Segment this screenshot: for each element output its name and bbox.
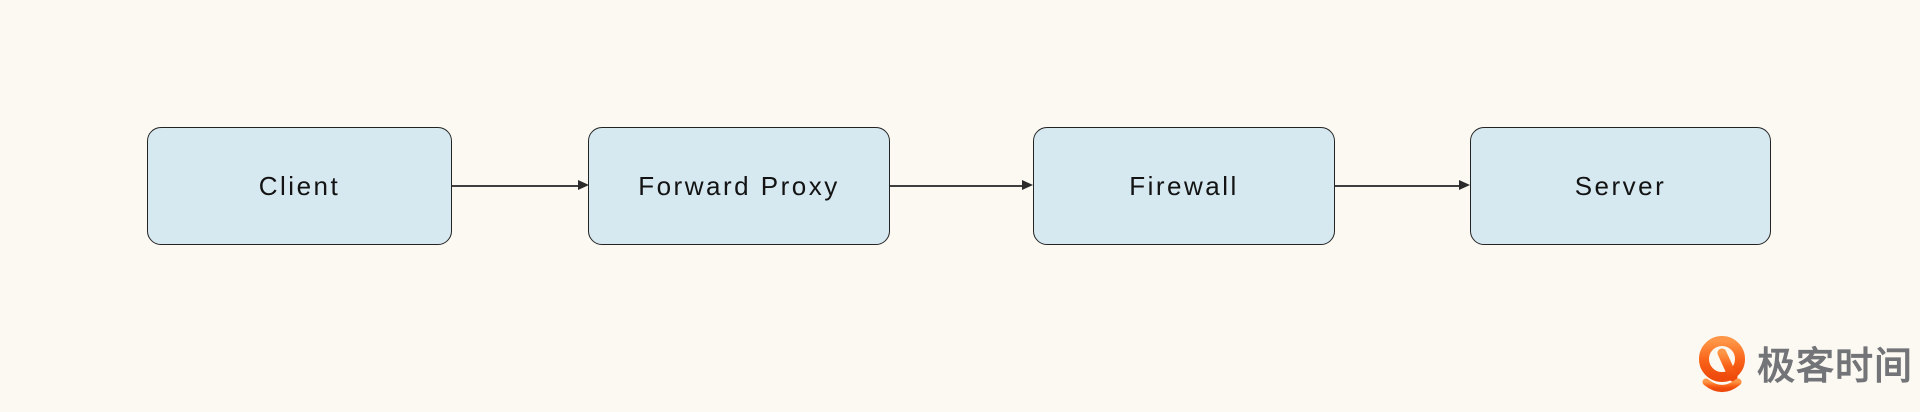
node-client-label: Client [258,170,341,201]
node-forward-proxy: Forward Proxy [588,127,890,245]
node-server: Server [1470,127,1771,245]
node-server-label: Server [1574,170,1667,201]
geektime-logo: 极客时间 [1696,336,1913,396]
arrow-forward-proxy-to-firewall [890,180,1033,191]
node-firewall-label: Firewall [1129,170,1239,201]
geektime-logo-text: 极客时间 [1757,344,1914,388]
geektime-pin-icon [1699,336,1745,392]
node-forward-proxy-label: Forward Proxy [638,170,840,201]
node-client: Client [147,127,452,245]
node-firewall: Firewall [1033,127,1335,245]
arrow-client-to-forward-proxy [452,180,589,191]
arrow-firewall-to-server [1335,180,1470,191]
